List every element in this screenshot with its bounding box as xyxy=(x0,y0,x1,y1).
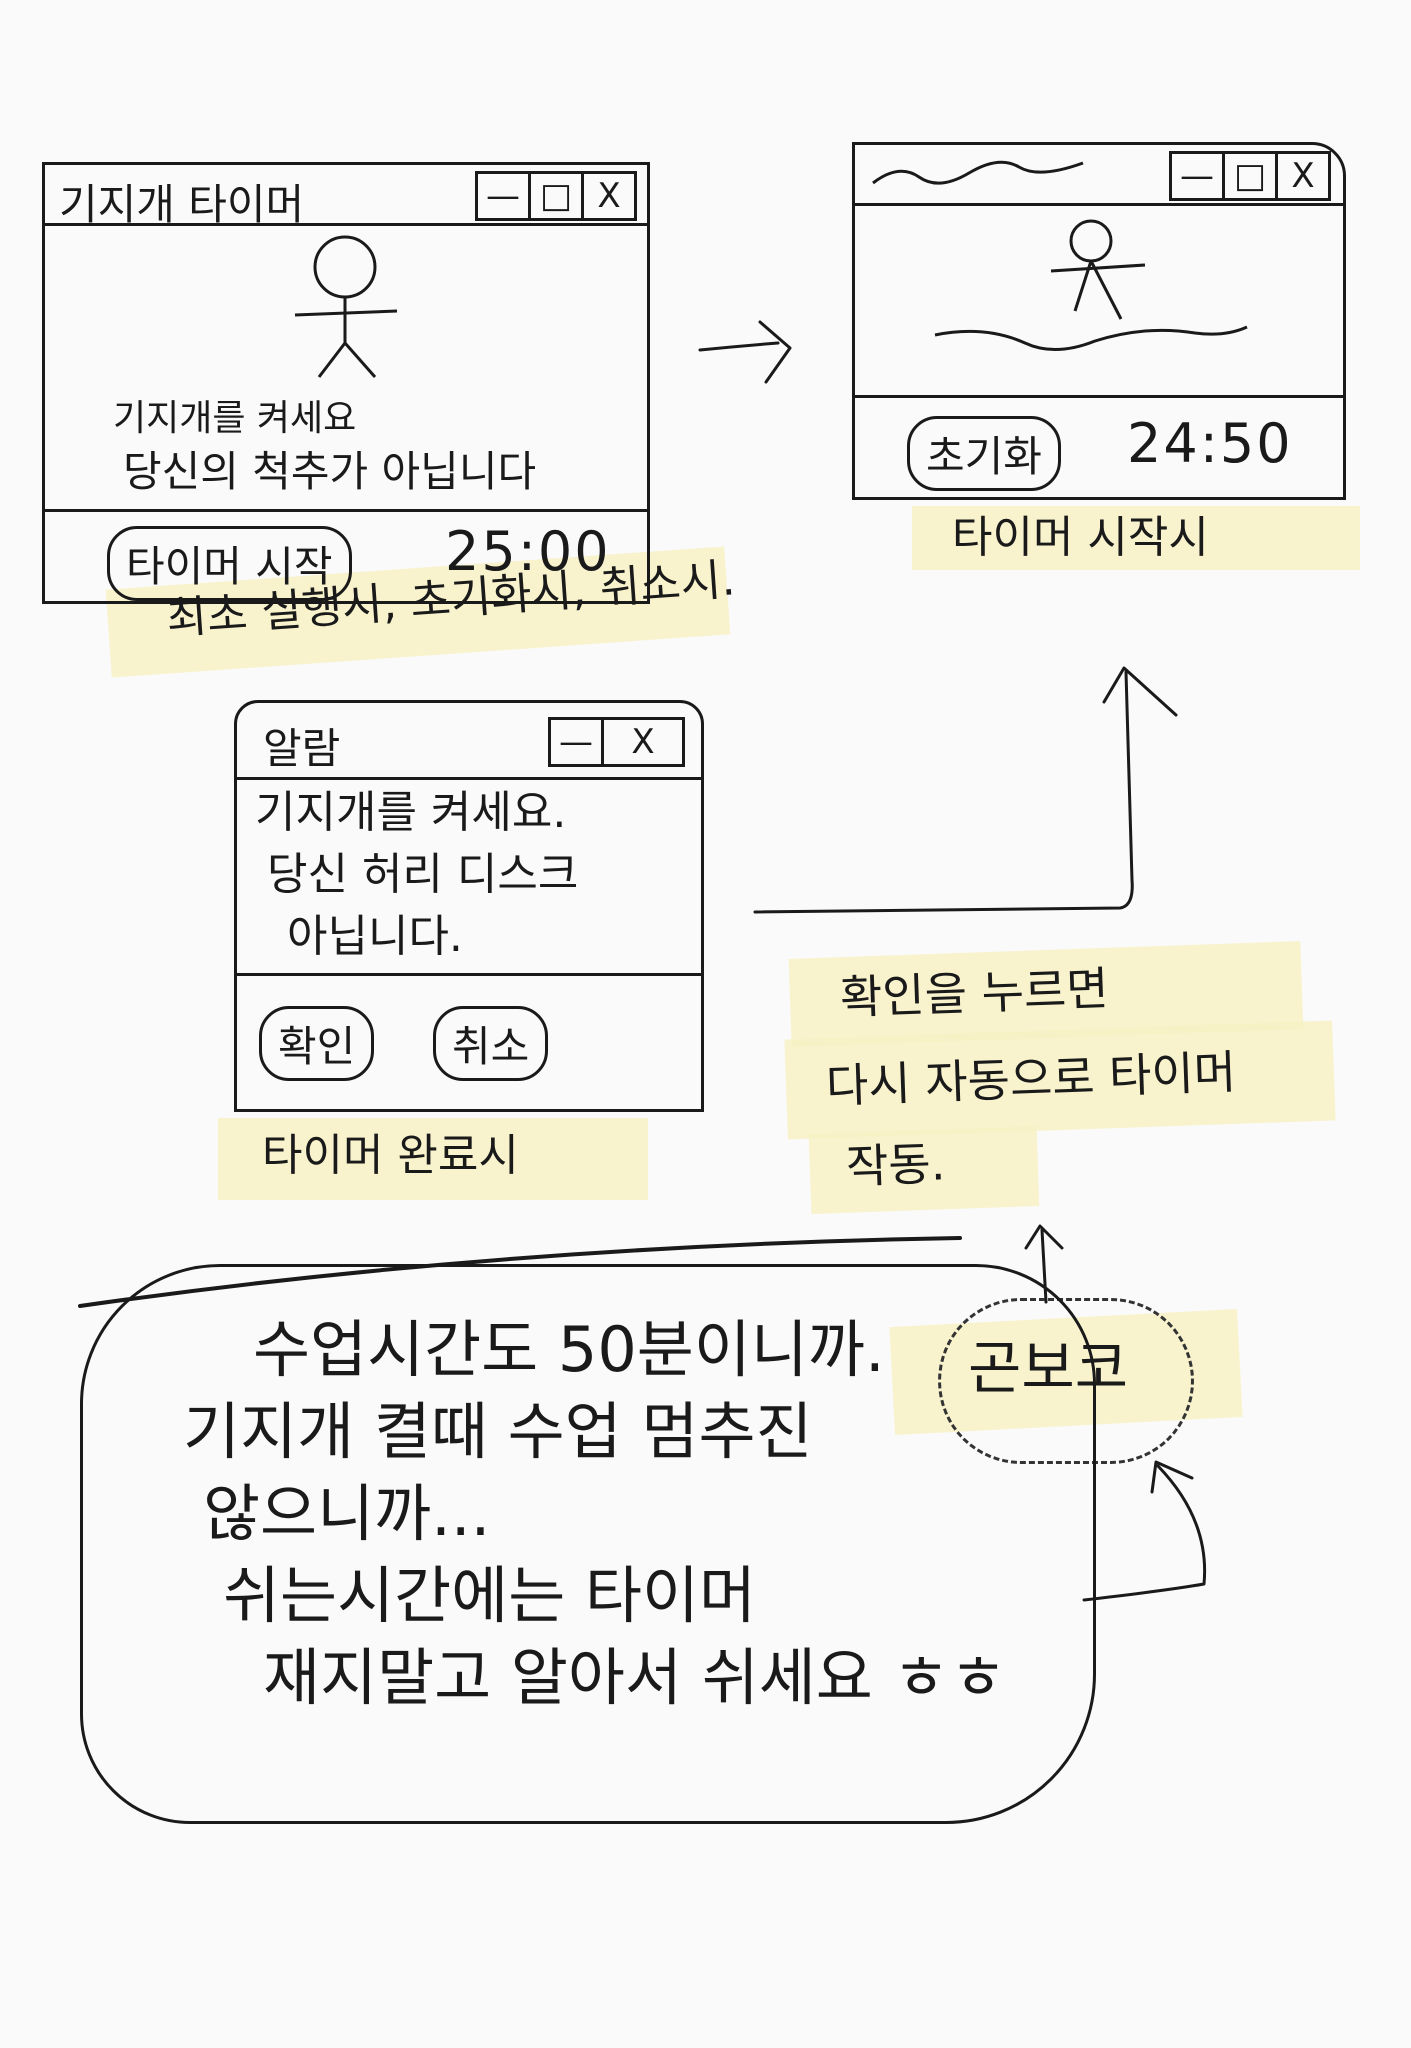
cancel-button[interactable]: 취소 xyxy=(433,1006,549,1081)
timer-window-running: — □ X 초기화 24:50 xyxy=(852,142,1346,500)
caption-alarm: 타이머 완료시 xyxy=(262,1130,519,1181)
arrow-bubble-to-bonus xyxy=(1082,1460,1207,1602)
timer-display: 25:00 xyxy=(445,520,611,583)
minimize-button[interactable]: — xyxy=(551,720,604,764)
title-scribble-icon xyxy=(872,160,1084,185)
window-title: 기지개 타이머 xyxy=(59,180,305,229)
alarm-message-line-3: 아닙니다. xyxy=(287,911,463,962)
stretching-figure-icon xyxy=(934,219,1248,352)
close-button[interactable]: X xyxy=(1291,156,1315,196)
note-line-2: 기지개 켤때 수업 멈추진 xyxy=(183,1395,813,1468)
note-line-3: 않으니까... xyxy=(203,1477,491,1550)
dialog-titlebar: 알람 — X xyxy=(237,703,701,780)
stick-figure-icon xyxy=(294,235,398,378)
minimize-button[interactable]: — xyxy=(478,174,531,218)
bonus-outline xyxy=(938,1298,1194,1464)
start-timer-button[interactable]: 타이머 시작 xyxy=(107,526,352,601)
window-titlebar: — □ X xyxy=(855,145,1343,206)
minimize-button[interactable]: — xyxy=(1172,154,1225,198)
close-button[interactable]: X xyxy=(597,176,621,216)
arrow-to-running xyxy=(698,320,792,384)
caption-running: 타이머 시작시 xyxy=(952,512,1209,563)
dialog-title: 알람 xyxy=(263,724,341,773)
speech-bubble: 수업시간도 50분이니까. 기지개 켤때 수업 멈추진 않으니까... 쉬는시간… xyxy=(80,1264,1096,1824)
arrow-alarm-to-running xyxy=(753,666,1178,914)
timer-window-initial: 기지개 타이머 — □ X 기지개를 켜세요 당신의 척추가 아닙니다 타이머 … xyxy=(42,162,650,604)
alarm-message-line-1: 기지개를 켜세요. xyxy=(255,787,567,838)
window-titlebar: 기지개 타이머 — □ X xyxy=(45,165,647,229)
maximize-button[interactable]: □ xyxy=(1225,154,1278,198)
note-line-1: 수업시간도 50분이니까. xyxy=(253,1313,885,1386)
window-controls: — □ X xyxy=(1169,151,1331,201)
window-bottom-bar: 초기화 24:50 xyxy=(855,395,1343,500)
alarm-dialog: 알람 — X 기지개를 켜세요. 당신 허리 디스크 아닙니다. 확인 취소 xyxy=(234,700,704,1112)
highlight-caption-running xyxy=(912,506,1360,570)
note-line-4: 쉬는시간에는 타이머 xyxy=(223,1559,757,1632)
dialog-bottom-bar: 확인 취소 xyxy=(237,973,701,1112)
alarm-message-line-2: 당신 허리 디스크 xyxy=(267,849,579,900)
window-bottom-bar: 타이머 시작 25:00 xyxy=(45,509,647,604)
dialog-controls: — X xyxy=(548,717,685,767)
confirm-button[interactable]: 확인 xyxy=(259,1006,375,1081)
close-button[interactable]: X xyxy=(631,722,655,762)
message-line-2: 당신의 척추가 아닙니다 xyxy=(123,447,537,496)
message-line-1: 기지개를 켜세요 xyxy=(113,398,357,439)
maximize-button[interactable]: □ xyxy=(531,174,584,218)
window-controls: — □ X xyxy=(475,171,637,221)
reset-button[interactable]: 초기화 xyxy=(907,416,1061,491)
timer-display: 24:50 xyxy=(1127,412,1293,475)
highlight-caption-alarm xyxy=(218,1118,648,1200)
note-line-5: 재지말고 알아서 쉬세요 ㅎㅎ xyxy=(263,1641,1007,1714)
